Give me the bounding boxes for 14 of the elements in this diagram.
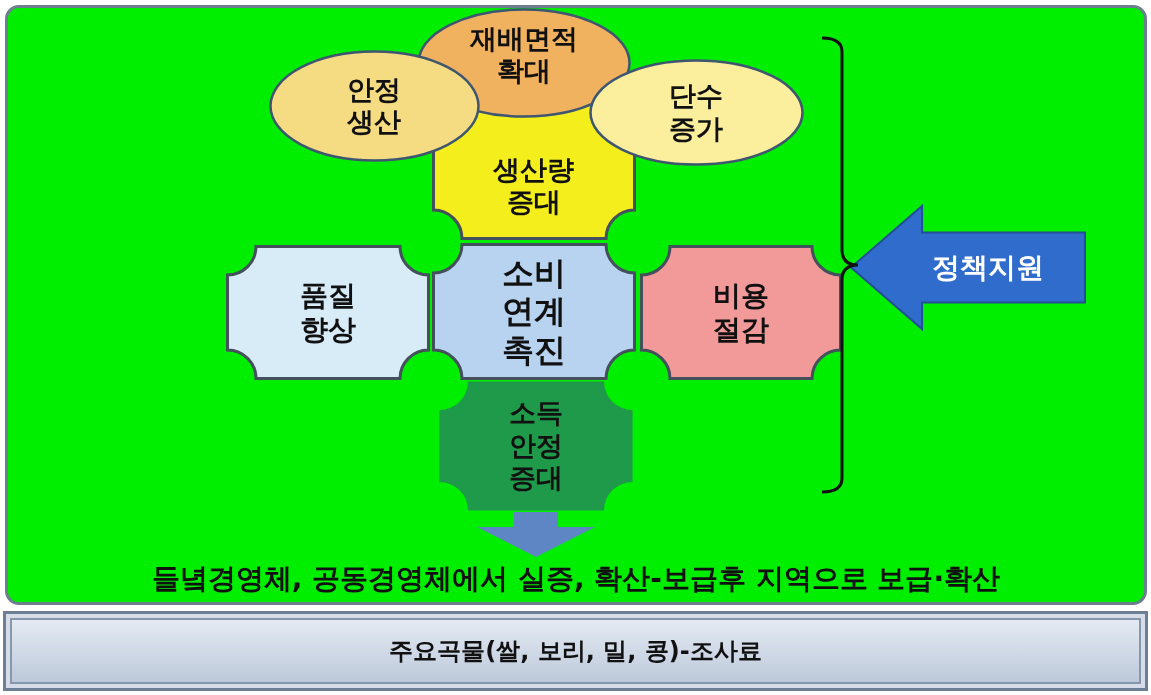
- footer-text: 주요곡물(쌀, 보리, 밀, 콩)-조사료: [389, 636, 762, 666]
- puzzle-label: 품질 향상: [299, 278, 357, 347]
- footer-bar: [3, 611, 1148, 691]
- puzzle-label: 비용 절감: [712, 278, 770, 347]
- caption-text: 들녘경영체, 공동경영체에서 실증, 확산-보급후 지역으로 보급·확산: [151, 562, 1001, 596]
- ellipse-label: 단수 증가: [668, 80, 725, 145]
- puzzle-label: 소득 안정 증대: [508, 397, 564, 495]
- ellipse-label: 재배면적 확대: [469, 22, 579, 88]
- puzzle-label: 소비 연계 촉진: [501, 253, 567, 370]
- ellipse-label: 안정 생산: [346, 73, 403, 139]
- puzzle-label: 생산량 증대: [492, 153, 576, 219]
- block-arrow-label: 정책지원: [932, 250, 1044, 285]
- arrow: [477, 512, 595, 557]
- panel-background: [5, 5, 1147, 605]
